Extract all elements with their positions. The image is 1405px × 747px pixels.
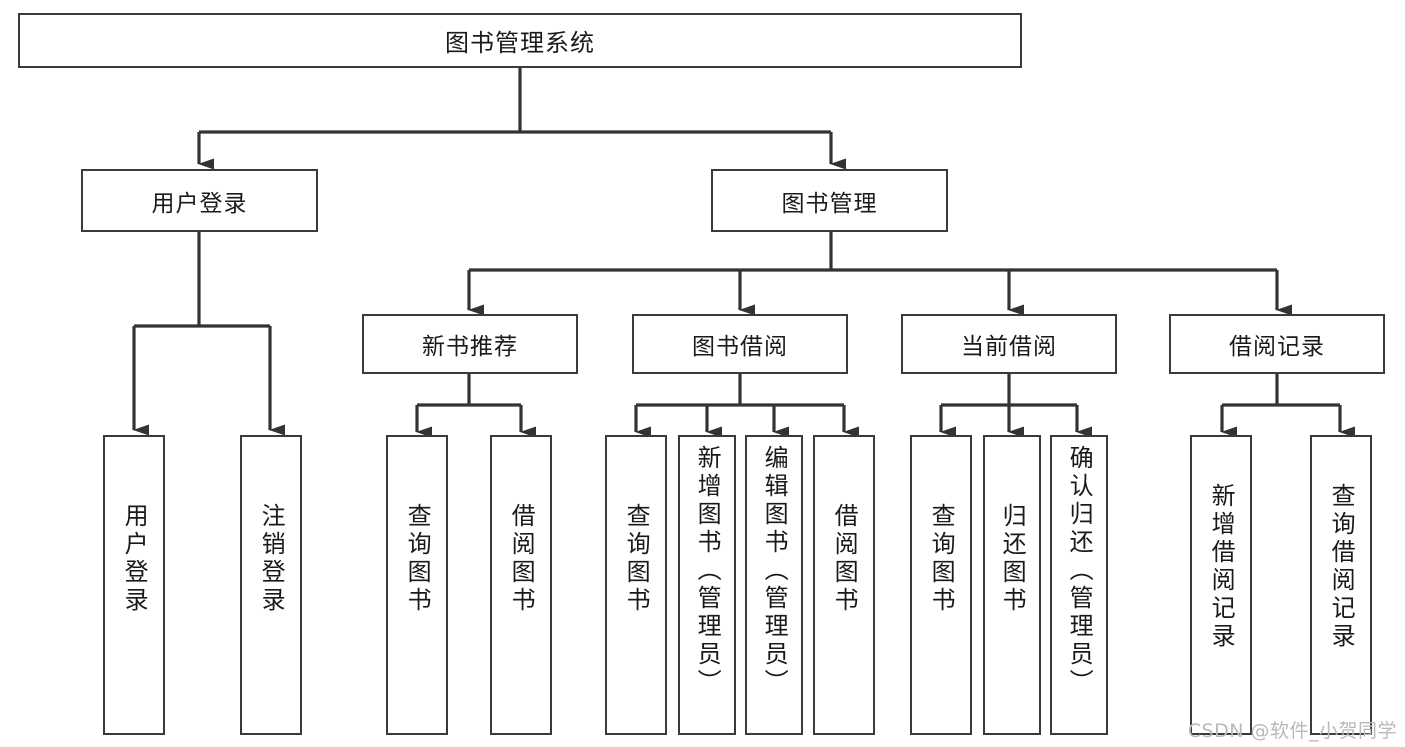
node-book-borrow[interactable]: 图书借阅 <box>632 314 848 374</box>
leaf-user-login-signin[interactable]: 用户登录 <box>103 435 165 735</box>
node-root-book-management-system[interactable]: 图书管理系统 <box>18 13 1022 68</box>
node-label: 归还图书 <box>998 503 1027 615</box>
leaf-user-login-signout[interactable]: 注销登录 <box>240 435 302 735</box>
node-label: 新增借阅记录 <box>1207 483 1236 651</box>
node-label: 编辑图书（管理员） <box>760 445 789 697</box>
leaf-borrow-record-query-record[interactable]: 查询借阅记录 <box>1310 435 1372 735</box>
node-book-management[interactable]: 图书管理 <box>711 169 948 232</box>
leaf-current-borrow-confirm-return-admin[interactable]: 确认归还（管理员） <box>1050 435 1108 735</box>
leaf-book-borrow-borrow-book[interactable]: 借阅图书 <box>813 435 875 735</box>
node-label: 查询图书 <box>622 503 651 615</box>
node-label: 借阅图书 <box>507 503 536 615</box>
node-user-login[interactable]: 用户登录 <box>81 169 318 232</box>
leaf-borrow-record-add-record[interactable]: 新增借阅记录 <box>1190 435 1252 735</box>
leaf-book-borrow-query-book[interactable]: 查询图书 <box>605 435 667 735</box>
node-label: 借阅记录 <box>1229 334 1325 360</box>
leaf-book-borrow-add-book-admin[interactable]: 新增图书（管理员） <box>678 435 736 735</box>
node-label: 用户登录 <box>151 190 248 217</box>
node-label: 确认归还（管理员） <box>1065 445 1094 697</box>
node-label: 图书管理系统 <box>445 29 595 57</box>
node-label: 注销登录 <box>257 503 286 615</box>
node-label: 借阅图书 <box>830 503 859 615</box>
leaf-new-book-query-book[interactable]: 查询图书 <box>386 435 448 735</box>
node-label: 图书管理 <box>781 190 878 217</box>
node-current-borrow[interactable]: 当前借阅 <box>901 314 1117 374</box>
leaf-current-borrow-query-book[interactable]: 查询图书 <box>910 435 972 735</box>
node-label: 查询图书 <box>403 503 432 615</box>
leaf-current-borrow-return-book[interactable]: 归还图书 <box>983 435 1041 735</box>
node-label: 当前借阅 <box>961 334 1057 360</box>
leaf-book-borrow-edit-book-admin[interactable]: 编辑图书（管理员） <box>745 435 803 735</box>
leaf-new-book-borrow-book[interactable]: 借阅图书 <box>490 435 552 735</box>
node-label: 新增图书（管理员） <box>693 445 722 697</box>
node-label: 查询借阅记录 <box>1327 483 1356 651</box>
node-label: 查询图书 <box>927 503 956 615</box>
node-new-book-recommend[interactable]: 新书推荐 <box>362 314 578 374</box>
node-label: 用户登录 <box>120 503 149 615</box>
node-label: 图书借阅 <box>692 334 788 360</box>
node-label: 新书推荐 <box>422 334 518 360</box>
node-borrow-record[interactable]: 借阅记录 <box>1169 314 1385 374</box>
csdn-watermark: CSDN @软件_小贺同学 <box>1187 720 1397 742</box>
